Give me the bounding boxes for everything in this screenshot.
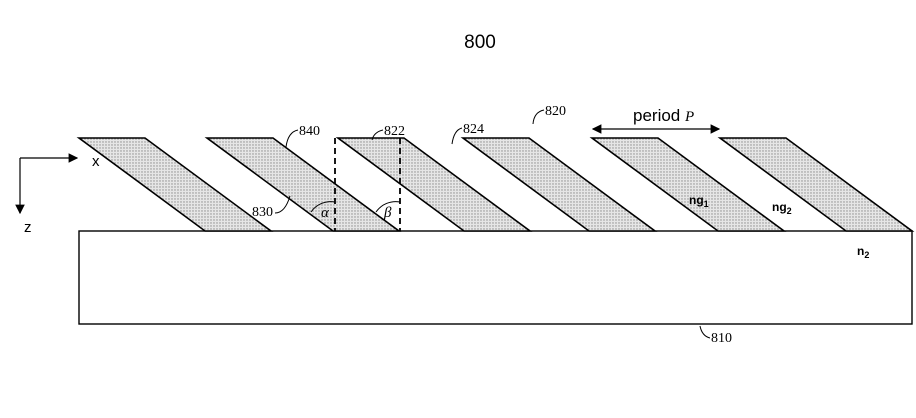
grating-ridge [76, 137, 274, 232]
ref-840: 840 [299, 124, 320, 139]
period-label: period P [633, 106, 694, 125]
alpha-label: α [321, 205, 330, 221]
grating-ridge [589, 137, 787, 232]
axes: x z [15, 153, 100, 236]
ref-824: 824 [463, 122, 484, 137]
figure-number: 800 [464, 32, 496, 53]
x-axis-label: x [92, 153, 100, 170]
substrate [78, 230, 913, 325]
grating-ridge [204, 137, 402, 232]
ref-820: 820 [545, 104, 566, 119]
grating-ridges [76, 137, 915, 232]
z-axis-label: z [24, 219, 32, 236]
beta-label: β [383, 205, 392, 221]
ng2-label: ng2 [772, 200, 792, 216]
ref-830: 830 [252, 205, 273, 220]
ref-810: 810 [711, 331, 732, 346]
alpha-arc [310, 201, 336, 213]
ng1-label: ng1 [689, 193, 709, 209]
leader-lines [274, 109, 711, 339]
beta-arc [375, 201, 401, 213]
n2-label: n2 [857, 244, 869, 260]
grating-ridge [335, 137, 533, 232]
grating-ridge [460, 137, 658, 232]
grating-ridge [717, 137, 915, 232]
ref-822: 822 [384, 124, 405, 139]
